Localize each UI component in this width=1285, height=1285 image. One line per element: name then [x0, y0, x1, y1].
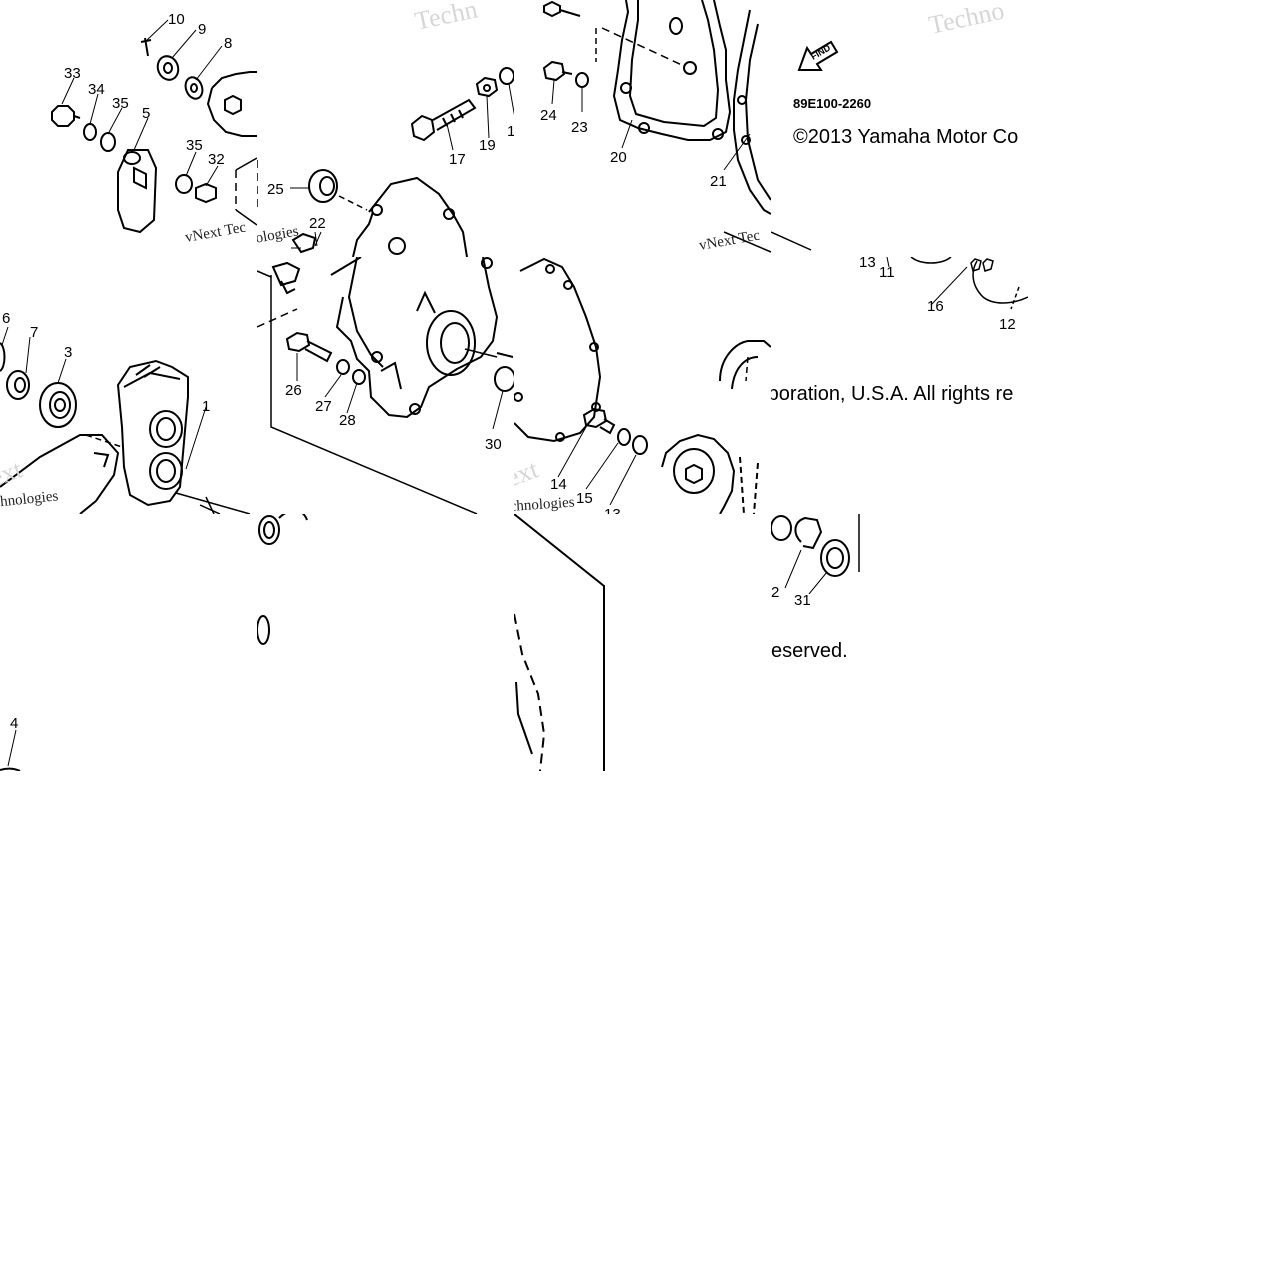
callout-32: 32	[208, 151, 225, 168]
tile-e-drawing: 6 7 3 1 ext chnologies	[0, 310, 251, 514]
callout-25: 25	[267, 181, 284, 198]
callout-28: 28	[339, 412, 356, 429]
tile-i-drawing: 4	[0, 715, 21, 771]
callout-24: 24	[540, 107, 557, 124]
tile-b-drawing: Techn	[257, 0, 514, 257]
watermark-techno-a: Techno	[926, 0, 1007, 40]
callout-12: 12	[999, 316, 1016, 333]
watermark-techn-a: Techn	[412, 0, 480, 36]
find-arrow-icon	[797, 40, 839, 71]
diagram-tile-a: 10 9 8 33 34 35 5 35 32 vNext Tec	[0, 0, 257, 257]
callout-31: 31	[794, 592, 811, 609]
tile-h-drawing: 13 11 16 12	[859, 257, 1028, 333]
diagram-tile-k	[514, 514, 771, 771]
watermark-vnext-b: vNext Technologies	[257, 223, 300, 257]
callout-4: 4	[10, 715, 18, 732]
copyright-line-top: ©2013 Yamaha Motor Co	[793, 126, 1019, 148]
diagram-tile-b: Techn	[257, 0, 514, 257]
svg-text:FIND: FIND	[809, 42, 833, 61]
callout-30: 30	[485, 436, 502, 453]
callout-16: 16	[927, 298, 944, 315]
tile-a-drawing: 10 9 8 33 34 35 5 35 32 vNext Tec	[51, 11, 257, 246]
diagram-tile-h: 13 11 16 12 rporation, U.S.A. All rights…	[771, 257, 1028, 514]
copyright-line-bottom: eserved.	[771, 640, 848, 662]
callout-22: 22	[309, 215, 326, 232]
watermark-vnext-a: vNext Tec	[184, 219, 248, 246]
callout-14: 14	[550, 476, 567, 493]
diagram-tile-d: Techno FIND ologies 89E100-2260 ©2013 Ya…	[771, 0, 1028, 257]
watermark-ext-b: ext	[514, 454, 543, 492]
callout-35a: 35	[112, 95, 129, 112]
watermark-vnext-c: vNext Tec	[698, 227, 762, 254]
callout-13: 13	[604, 506, 621, 514]
callout-15: 15	[576, 490, 593, 507]
diagram-tile-f: 8 26 27 28 30	[257, 257, 514, 514]
diagram-tile-e: 6 7 3 1 ext chnologies	[0, 257, 257, 514]
callout-9: 9	[198, 21, 206, 38]
callout-33: 33	[64, 65, 81, 82]
diagram-tile-l	[771, 514, 863, 594]
diagram-code: 89E100-2260	[793, 96, 872, 111]
tile-d-drawing: Techno FIND ologies	[771, 0, 1007, 251]
callout-34: 34	[88, 81, 105, 98]
callout-20: 20	[610, 149, 627, 166]
tile-c-drawing: 24 23 20 21 vNext Tec	[540, 0, 771, 254]
copyright-line-mid: rporation, U.S.A. All rights re	[771, 383, 1014, 405]
tile-f-drawing: 8 26 27 28 30	[257, 257, 514, 514]
callout-7: 7	[30, 324, 38, 341]
callout-10: 10	[168, 11, 185, 28]
callout-2: 2	[771, 584, 780, 601]
callout-3: 3	[64, 344, 72, 361]
callout-23: 23	[571, 119, 588, 136]
callout-13b: 13	[859, 257, 876, 271]
diagram-tile-c: 24 23 20 21 vNext Tec	[514, 0, 771, 257]
tile-k-drawing	[514, 514, 605, 771]
callout-17: 17	[449, 151, 466, 168]
callout-26: 26	[285, 382, 302, 399]
tile-l-drawing	[771, 514, 860, 594]
callout-8: 8	[224, 35, 232, 52]
tile-g-drawing: 14 15 13 ext chnologies	[514, 257, 771, 514]
callout-6: 6	[2, 310, 10, 327]
callout-5: 5	[142, 105, 150, 122]
diagram-tile-i: 4	[0, 514, 257, 771]
callout-18: 18	[507, 123, 514, 140]
callout-21: 21	[710, 173, 727, 190]
callout-11: 11	[879, 264, 895, 281]
watermark-chnologies-a: chnologies	[0, 488, 59, 511]
callout-35b: 35	[186, 137, 203, 154]
watermark-ext-a: ext	[0, 454, 27, 492]
diagram-tile-g: 14 15 13 ext chnologies	[514, 257, 771, 514]
callout-19: 19	[479, 137, 496, 154]
diagram-tile-j	[257, 514, 514, 771]
callout-27: 27	[315, 398, 332, 415]
callout-1: 1	[202, 398, 210, 415]
watermark-chnologies-b: chnologies	[514, 494, 575, 514]
tile-j-drawing	[257, 514, 308, 645]
